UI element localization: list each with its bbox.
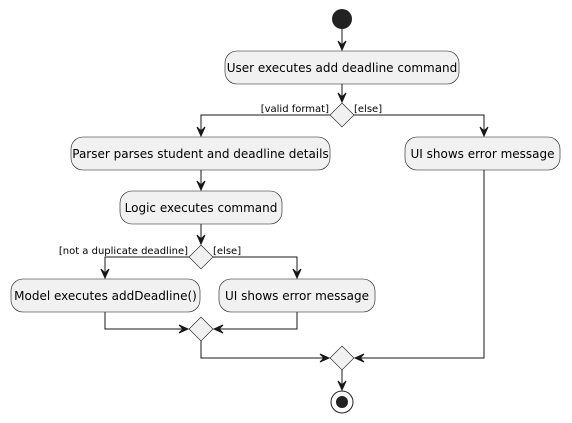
arrowhead [196,180,206,192]
merge-outer [329,345,355,371]
flow-ui-inner-to-merge [214,312,298,330]
arrowhead [212,324,224,334]
flow-ui-outer-to-merge [355,170,485,359]
arrowhead [353,353,365,363]
arrowhead [292,268,302,280]
flow-decision-to-model [104,256,189,278]
arrowhead [319,353,331,363]
flow-model-to-merge [104,312,188,330]
guard-else-outer: [else] [354,104,382,115]
flow-decision-to-parser [200,114,330,136]
flow-merge-inner-to-merge-outer [200,341,329,359]
merge-inner [188,316,214,342]
arrowhead [100,268,110,280]
arrowhead [196,234,206,246]
action-ui-error-outer-label: UI shows error message [410,147,554,161]
flow-decision-to-ui-inner [213,256,298,278]
decision-format [329,102,355,128]
arrowhead [196,126,206,138]
decision-duplicate [188,244,214,270]
arrowhead [178,324,190,334]
guard-valid-format: [valid format] [261,104,329,115]
action-ui-error-inner-label: UI shows error message [225,289,369,303]
action-ui-error-outer [404,136,561,171]
start-node [332,9,352,29]
end-node [330,390,354,414]
action-logic-executes-label: Logic executes command [125,201,278,215]
arrowhead [337,40,347,52]
arrowhead [337,380,347,392]
action-model-executes-label: Model executes addDeadline() [14,289,197,303]
flow-decision-to-ui-outer [354,114,485,136]
guard-not-duplicate: [not a duplicate deadline] [59,246,188,257]
guard-else-inner: [else] [213,246,241,257]
arrowhead [337,92,347,104]
action-user-executes-label: User executes add deadline command [227,61,458,75]
arrowhead [479,126,489,138]
action-parser-parses-label: Parser parses student and deadline detai… [72,147,328,161]
